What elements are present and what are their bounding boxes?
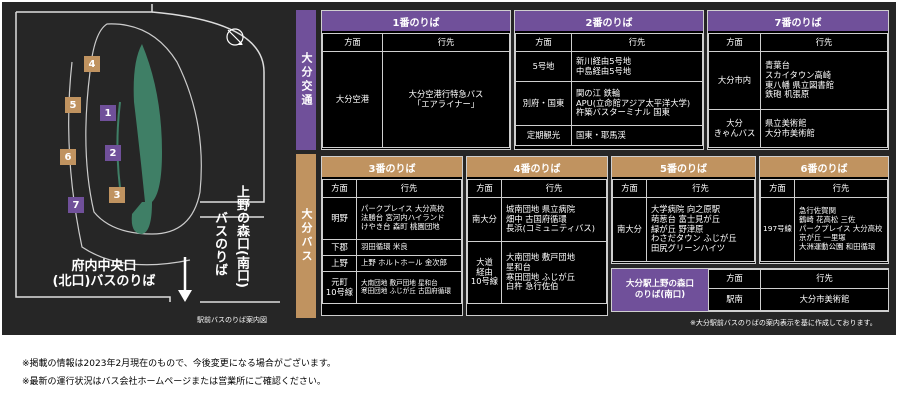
uenomori-dest: 大分市美術館 bbox=[760, 288, 889, 311]
stop4-dir-2: 大道 経由 10号線 bbox=[467, 241, 502, 304]
col-yukisaki: 行先 bbox=[794, 179, 888, 198]
stop7-dir-2: 大分 きゃんバス bbox=[708, 109, 761, 148]
oita-bus-tab: 大分バス bbox=[296, 154, 316, 318]
col-yukisaki: 行先 bbox=[646, 179, 755, 198]
stop1-title: 1番のりば bbox=[322, 11, 510, 31]
col-yukisaki: 行先 bbox=[760, 33, 888, 52]
stop-marker-3: 3 bbox=[109, 187, 125, 203]
stop-marker-2: 2 bbox=[105, 145, 121, 161]
stop5-dir-1: 南大分 bbox=[612, 197, 647, 262]
stop-marker-6: 6 bbox=[60, 149, 76, 165]
stop5-block: 5番のりば 方面行先 南大分大学病院 向之原駅 萌葱台 富士見が丘 緑が丘 野津… bbox=[611, 156, 756, 264]
stop4-dest-2: 大南団地 敷戸団地 星和台 寒田団地 ふじが丘 白杵 急行佐伯 bbox=[501, 241, 607, 304]
stop1-table: 方面行先 大分空港大分空港行特急バス 「エアライナー」 bbox=[322, 33, 510, 148]
stop3-block: 3番のりば 方面行先 明野パークプレイス 大分高校 法勝台 宮河内ハイランド け… bbox=[321, 156, 463, 316]
stop3-dir-2: 下郡 bbox=[322, 239, 357, 256]
stop3-dest-4: 大南団地 敷戸団地 星和台 寒田団地 ふじが丘 古国府循環 bbox=[356, 271, 462, 304]
stop2-dest-2: 関の江 鉄輪 APU(立命館アジア太平洋大学) 杵築バスターミナル 国東 bbox=[571, 81, 703, 126]
stop3-dir-1: 明野 bbox=[322, 197, 357, 240]
stop2-dir-1: 5号地 bbox=[515, 51, 572, 82]
uenomori-dir: 駅南 bbox=[708, 288, 761, 311]
stop4-dest-1: 城南団地 県立病院 畑中 古国府循環 長浜(コミュニティバス) bbox=[501, 197, 607, 242]
stop3-dest-1: パークプレイス 大分高校 法勝台 宮河内ハイランド けやき台 森町 桃園団地 bbox=[356, 197, 462, 240]
col-yukisaki: 行先 bbox=[760, 269, 889, 289]
stop6-dir-1: 197号線 bbox=[760, 197, 795, 262]
uenomori-table: 方面行先 駅南大分市美術館 bbox=[708, 269, 889, 311]
col-yukisaki: 行先 bbox=[382, 33, 510, 52]
stop5-dest-1: 大学病院 向之原駅 萌葱台 富士見が丘 緑が丘 野津原 わさだタウン ふじが丘 … bbox=[646, 197, 755, 262]
stop4-dir-1: 南大分 bbox=[467, 197, 502, 242]
stop3-dir-3: 上野 bbox=[322, 255, 357, 272]
stop2-table: 方面行先 5号地新川経由5号地 中島経由5号地 別府・国東関の江 鉄輪 APU(… bbox=[515, 33, 703, 146]
stop4-title: 4番のりば bbox=[467, 157, 607, 177]
stop3-title: 3番のりば bbox=[322, 157, 462, 177]
stop3-dir-4: 元町 10号線 bbox=[322, 271, 357, 304]
col-houmen: 方面 bbox=[760, 179, 795, 198]
south-exit-label: 府内中央口 (北口)バスのりば bbox=[52, 259, 156, 289]
stop7-dir-1: 大分市内 bbox=[708, 51, 761, 110]
col-yukisaki: 行先 bbox=[501, 179, 607, 198]
stop6-dest-1: 急行佐賀関 鶴崎 花高松 三佐 パークプレイス 大分高校 京が丘 一里塚 大洲運… bbox=[794, 197, 888, 262]
stop6-title: 6番のりば bbox=[760, 157, 888, 177]
stop7-table: 方面行先 大分市内青葉台 スカイタウン高崎 東八幡 県立図書館 鉄砲 机張原 大… bbox=[708, 33, 888, 148]
stop5-table: 方面行先 南大分大学病院 向之原駅 萌葱台 富士見が丘 緑が丘 野津原 わさだタ… bbox=[612, 179, 755, 262]
stop3-table: 方面行先 明野パークプレイス 大分高校 法勝台 宮河内ハイランド けやき台 森町… bbox=[322, 179, 462, 304]
stop2-dest-1: 新川経由5号地 中島経由5号地 bbox=[571, 51, 703, 82]
col-houmen: 方面 bbox=[708, 269, 761, 289]
footnote-1: ※掲載の情報は2023年2月現在のもので、今後変更になる場合がございます。 bbox=[22, 359, 336, 369]
stop3-dest-2: 羽田循環 米良 bbox=[356, 239, 462, 256]
stop2-title: 2番のりば bbox=[515, 11, 703, 31]
uenomori-title: 大分駅上野の森口 のりば(南口) bbox=[612, 269, 708, 311]
col-houmen: 方面 bbox=[612, 179, 647, 198]
stop-marker-7: 7 bbox=[68, 197, 84, 213]
footnote-2: ※最新の運行状況はバス会社ホームページまたは営業所にご確認ください。 bbox=[22, 377, 326, 387]
uenomori-block: 大分駅上野の森口 のりば(南口) 方面行先 駅南大分市美術館 bbox=[611, 268, 889, 312]
col-houmen: 方面 bbox=[322, 179, 357, 198]
oita-kotsu-tab: 大分交通 bbox=[296, 10, 316, 150]
stop6-table: 方面行先 197号線急行佐賀関 鶴崎 花高松 三佐 パークプレイス 大分高校 京… bbox=[760, 179, 888, 262]
stop6-block: 6番のりば 方面行先 197号線急行佐賀関 鶴崎 花高松 三佐 パークプレイス … bbox=[759, 156, 889, 264]
stop7-block: 7番のりば 方面行先 大分市内青葉台 スカイタウン高崎 東八幡 県立図書館 鉄砲… bbox=[707, 10, 889, 150]
col-yukisaki: 行先 bbox=[571, 33, 703, 52]
station-map: 4 5 1 2 6 3 7 上野の森口(南口) バスのりば 府内中央口 (北口)… bbox=[2, 2, 284, 335]
stop5-title: 5番のりば bbox=[612, 157, 755, 177]
col-yukisaki: 行先 bbox=[356, 179, 462, 198]
stop3-dest-3: 上野 ホルトホール 金次郎 bbox=[356, 255, 462, 272]
stop2-dest-3: 国東・耶馬渓 bbox=[571, 125, 703, 146]
map-caption: 駅前バスのりば案内図 bbox=[197, 316, 267, 324]
stop1-block: 1番のりば 方面行先 大分空港大分空港行特急バス 「エアライナー」 bbox=[321, 10, 511, 150]
col-houmen: 方面 bbox=[515, 33, 572, 52]
col-houmen: 方面 bbox=[708, 33, 761, 52]
stop2-dir-2: 別府・国東 bbox=[515, 81, 572, 126]
stop-marker-5: 5 bbox=[65, 97, 81, 113]
stop-marker-1: 1 bbox=[100, 105, 116, 121]
stop4-table: 方面行先 南大分城南団地 県立病院 畑中 古国府循環 長浜(コミュニティバス) … bbox=[467, 179, 607, 304]
stop7-dest-1: 青葉台 スカイタウン高崎 東八幡 県立図書館 鉄砲 机張原 bbox=[760, 51, 888, 110]
guide-panel: 4 5 1 2 6 3 7 上野の森口(南口) バスのりば 府内中央口 (北口)… bbox=[2, 2, 896, 335]
col-houmen: 方面 bbox=[322, 33, 383, 52]
stop2-dir-3: 定期観光 bbox=[515, 125, 572, 146]
col-houmen: 方面 bbox=[467, 179, 502, 198]
compass-icon bbox=[226, 28, 244, 46]
stop7-dest-2: 県立美術館 大分市美術館 bbox=[760, 109, 888, 148]
stop2-block: 2番のりば 方面行先 5号地新川経由5号地 中島経由5号地 別府・国東関の江 鉄… bbox=[514, 10, 704, 150]
north-exit-label: 上野の森口(南口) バスのりば bbox=[211, 185, 249, 288]
stop1-dir: 大分空港 bbox=[322, 51, 383, 148]
stop4-block: 4番のりば 方面行先 南大分城南団地 県立病院 畑中 古国府循環 長浜(コミュニ… bbox=[466, 156, 608, 316]
stop7-title: 7番のりば bbox=[708, 11, 888, 31]
source-note: ※大分駅前バスのりばの案内表示を基に作成しております。 bbox=[690, 319, 877, 327]
stop1-dest: 大分空港行特急バス 「エアライナー」 bbox=[382, 51, 510, 148]
stop-marker-4: 4 bbox=[84, 56, 100, 72]
